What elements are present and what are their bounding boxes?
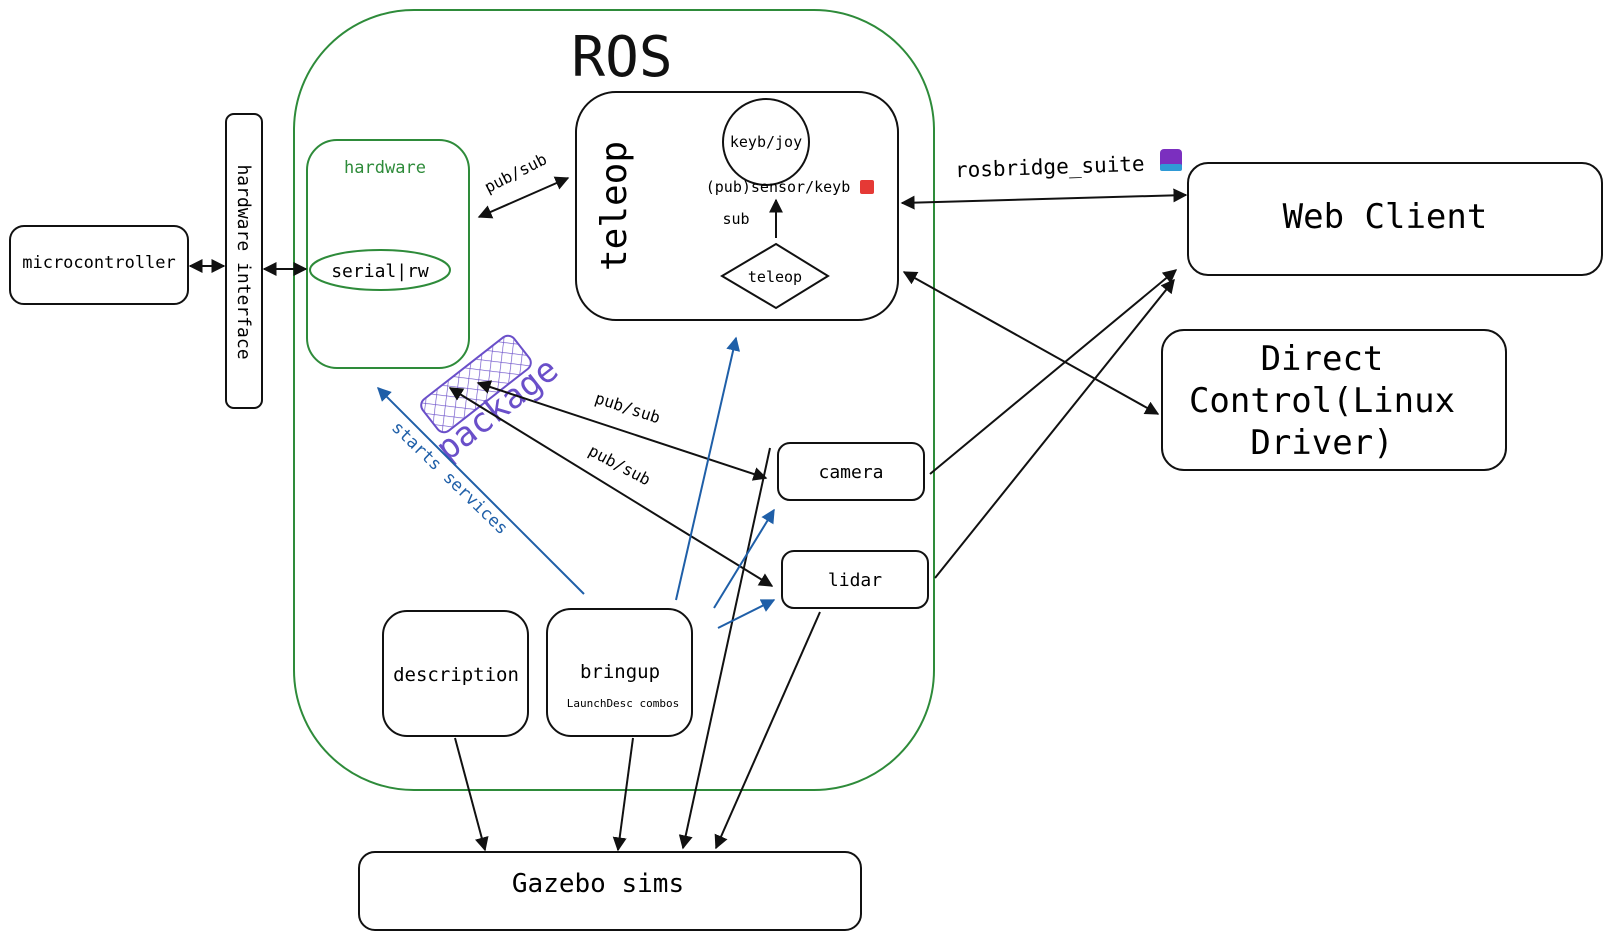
keyb-joy-label: keyb/joy bbox=[730, 133, 802, 151]
arrow-lidar-gazebo bbox=[714, 611, 821, 850]
web-client-node bbox=[1187, 162, 1603, 276]
arrow-lidar-webclient bbox=[934, 278, 1175, 579]
pubsub-camera-label: pub/sub bbox=[593, 388, 663, 427]
ros-title: ROS bbox=[571, 25, 672, 90]
description-label: description bbox=[393, 664, 519, 686]
arrow-camera-webclient bbox=[929, 269, 1178, 475]
hardware-title: hardware bbox=[344, 158, 426, 178]
arrow-teleop-directcontrol bbox=[902, 271, 1160, 415]
serial-label: serial|rw bbox=[331, 261, 429, 282]
hardware-interface-node bbox=[225, 113, 263, 409]
sensor-emoji-icon bbox=[860, 180, 874, 194]
gazebo-node bbox=[358, 851, 862, 931]
arrow-bringup-gazebo bbox=[612, 737, 634, 852]
arrow-teleop-webclient bbox=[900, 188, 1188, 210]
camera-node bbox=[777, 442, 925, 501]
bringup-package bbox=[546, 608, 693, 737]
hardware-interface-label: hardware interface bbox=[233, 164, 254, 359]
arrow-bringup-lidar bbox=[717, 599, 776, 629]
rosbridge-label: rosbridge_suite bbox=[955, 152, 1145, 183]
serial-node bbox=[309, 249, 451, 291]
arrow-hardware-teleop bbox=[477, 176, 570, 219]
bringup-label: bringup bbox=[580, 661, 660, 683]
arrow-starts-services bbox=[377, 387, 585, 595]
lidar-node bbox=[781, 550, 929, 609]
microcontroller-node bbox=[9, 225, 189, 305]
rosbridge-emoji-icon-base bbox=[1160, 164, 1182, 171]
arrow-bringup-teleop bbox=[675, 336, 741, 601]
teleop-sub-label: sub bbox=[722, 210, 749, 228]
teleop-diamond-node bbox=[720, 242, 830, 310]
lidar-label: lidar bbox=[828, 570, 882, 591]
teleop-title: teleop bbox=[594, 141, 635, 271]
arrow-bringup-camera bbox=[713, 508, 775, 609]
camera-label: camera bbox=[818, 462, 883, 483]
arrow-gazebo-camera bbox=[678, 447, 771, 850]
teleop-node-label: teleop bbox=[748, 268, 802, 286]
description-package bbox=[382, 610, 529, 737]
web-client-label: Web Client bbox=[1283, 197, 1488, 237]
direct-control-line-1: Direct bbox=[1261, 339, 1384, 379]
keyb-joy-node bbox=[722, 98, 810, 186]
pubsub-lidar-label: pub/sub bbox=[585, 441, 653, 489]
teleop-package bbox=[575, 91, 899, 321]
arrow-description-gazebo bbox=[454, 737, 489, 852]
microcontroller-label: microcontroller bbox=[22, 253, 176, 273]
direct-control-line-2: Control(Linux bbox=[1189, 381, 1455, 421]
direct-control-node bbox=[1161, 329, 1507, 471]
gazebo-label: Gazebo sims bbox=[512, 869, 684, 899]
sensor-keyb-label: (pub)sensor/keyb bbox=[706, 178, 851, 196]
arrow-package-lidar bbox=[448, 387, 774, 587]
bringup-sublabel: LaunchDesc combos bbox=[567, 697, 680, 710]
direct-control-line-3: Driver) bbox=[1250, 423, 1393, 463]
